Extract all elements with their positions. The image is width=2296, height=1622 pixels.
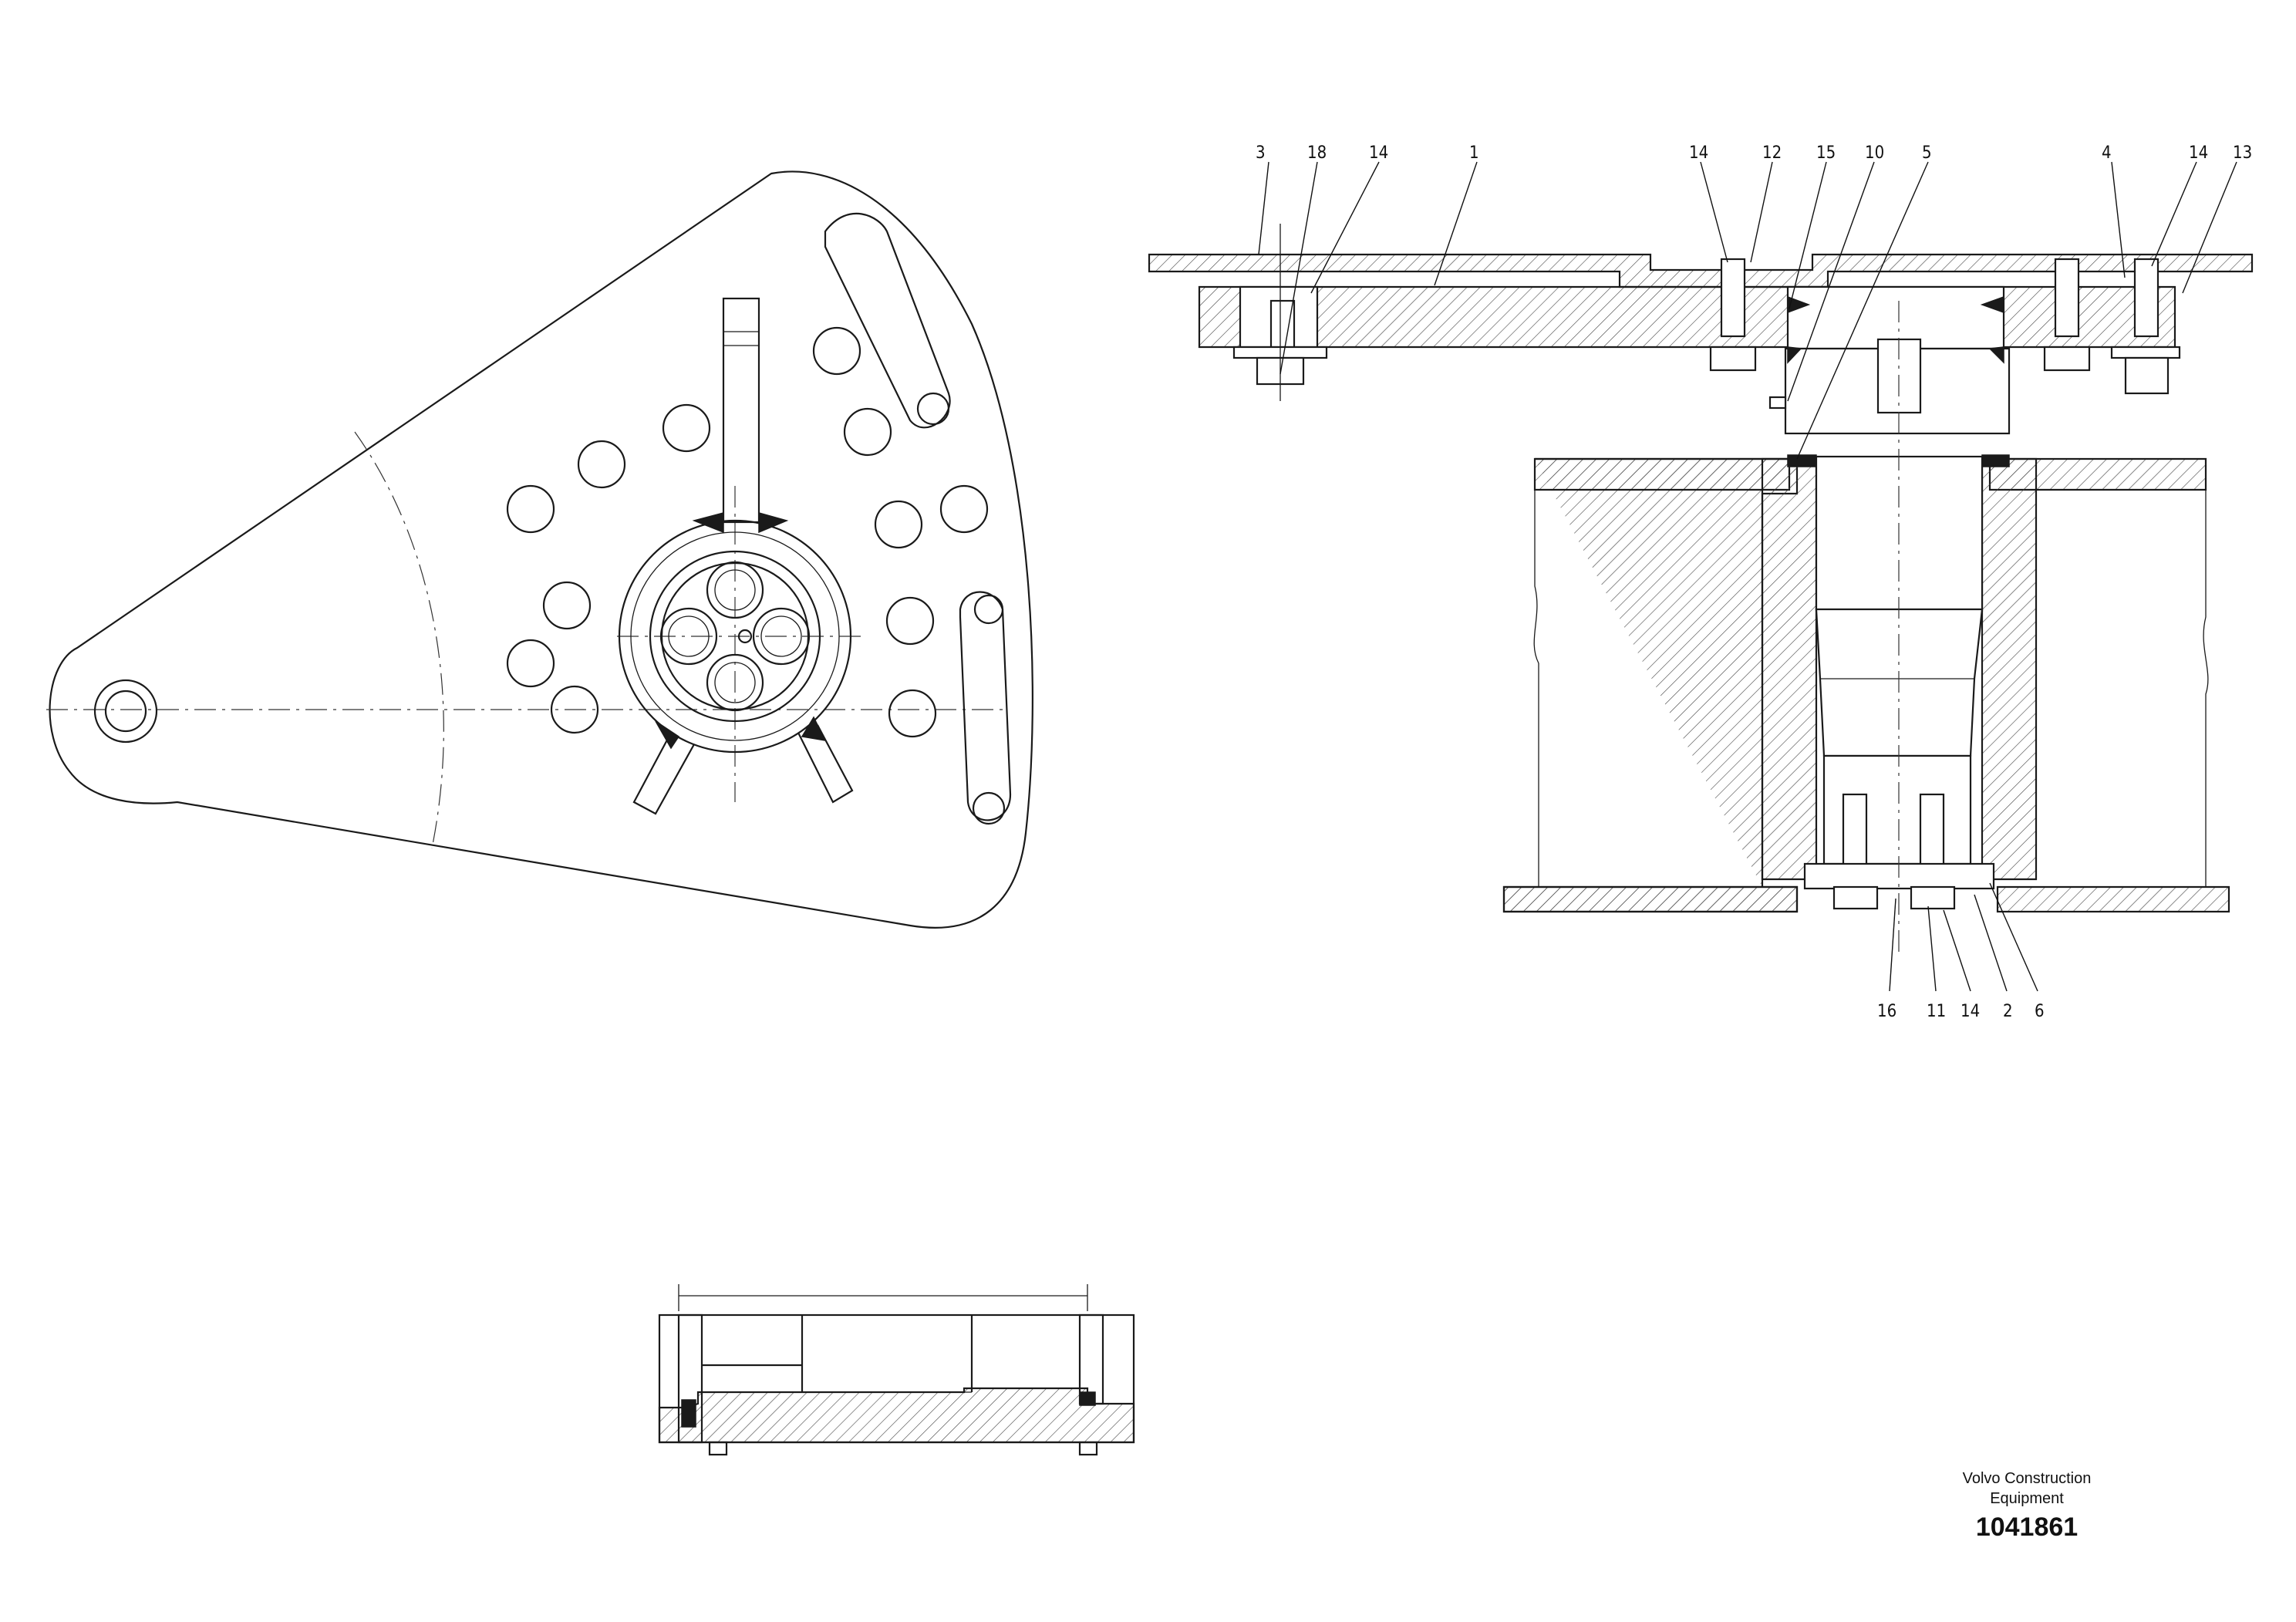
callout-16: 16 <box>1877 1002 1896 1021</box>
callout-13: 13 <box>2233 143 2252 163</box>
manufacturer-name-line2: Equipment <box>1990 1490 2064 1507</box>
side-section-view <box>658 1284 1135 1456</box>
callout-14: 14 <box>2189 143 2208 163</box>
callout-11: 11 <box>1927 1002 1946 1021</box>
callout-1: 1 <box>1469 143 1479 163</box>
manufacturer-name-line1: Volvo Construction <box>1962 1470 2092 1487</box>
callouts-top: 3 18 14 1 14 12 15 10 5 4 14 13 <box>1256 143 2252 163</box>
callout-3: 3 <box>1256 143 1266 163</box>
callout-14: 14 <box>1961 1002 1980 1021</box>
callout-leaders <box>1258 161 2237 992</box>
callouts-bottom: 16 11 14 2 6 <box>1877 1002 2045 1021</box>
callout-4: 4 <box>2102 143 2112 163</box>
assembly-section-view <box>1148 224 2254 956</box>
callout-10: 10 <box>1865 143 1884 163</box>
callout-18: 18 <box>1307 143 1327 163</box>
document-number: 1041861 <box>1975 1512 2079 1542</box>
callout-14: 14 <box>1369 143 1388 163</box>
plate-top-view <box>46 170 1033 929</box>
callout-14: 14 <box>1689 143 1708 163</box>
callout-15: 15 <box>1816 143 1836 163</box>
bolt-hole-pattern <box>506 326 989 738</box>
callout-6: 6 <box>2035 1002 2045 1021</box>
callout-12: 12 <box>1762 143 1782 163</box>
callout-5: 5 <box>1922 143 1932 163</box>
callout-2: 2 <box>2003 1002 2013 1021</box>
